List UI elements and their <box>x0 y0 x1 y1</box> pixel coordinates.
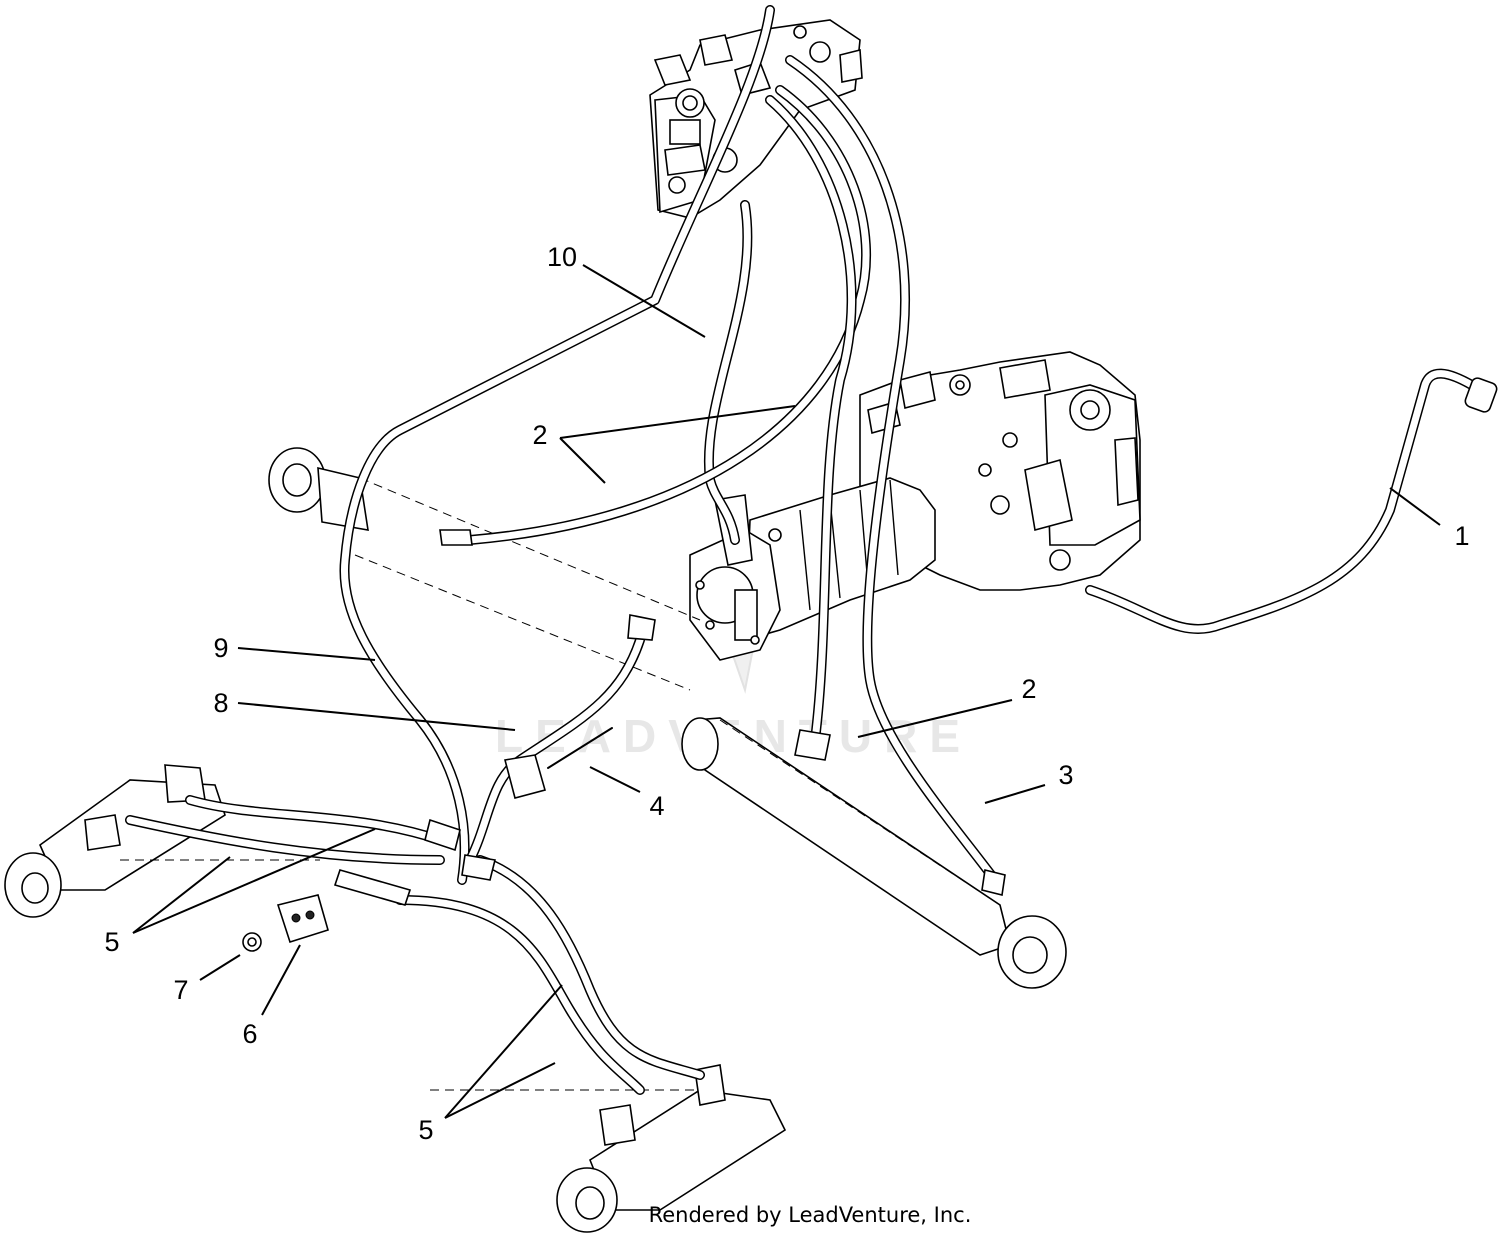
leader-lines <box>132 264 1441 1119</box>
callout-10: 10 <box>547 242 577 272</box>
callout-5-upper: 5 <box>104 927 119 957</box>
render-credit: Rendered by LeadVenture, Inc. <box>649 1203 972 1227</box>
callout-8: 8 <box>213 688 228 718</box>
callout-5-lower: 5 <box>418 1115 433 1145</box>
callout-2-lower: 2 <box>1021 674 1036 704</box>
lift-cylinder-bottom <box>430 1064 787 1233</box>
hoses <box>125 5 1498 1095</box>
callout-3: 3 <box>1058 760 1073 790</box>
nut <box>242 932 262 952</box>
callout-1: 1 <box>1454 521 1469 551</box>
gear-pump <box>689 477 936 661</box>
bracket-bolt <box>504 727 613 799</box>
callout-4: 4 <box>649 791 664 821</box>
callout-7: 7 <box>173 975 188 1005</box>
callout-2-upper: 2 <box>532 420 547 450</box>
clamp <box>276 894 329 944</box>
lift-cylinder-lower-left <box>4 764 320 918</box>
callouts: 1 2 2 3 4 5 5 6 7 8 9 10 <box>104 242 1469 1145</box>
lift-cylinder-right <box>681 717 1067 989</box>
callout-9: 9 <box>213 633 228 663</box>
callout-6: 6 <box>242 1019 257 1049</box>
